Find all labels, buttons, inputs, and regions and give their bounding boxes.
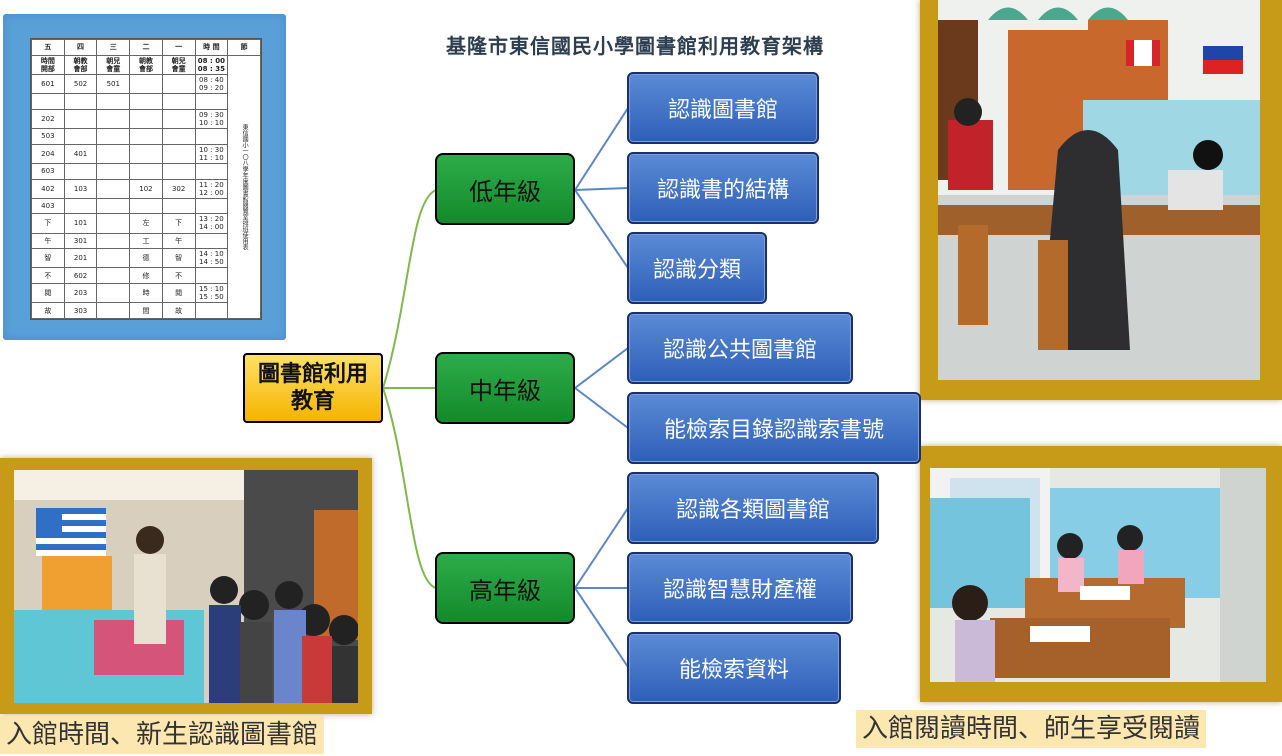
table-row: 603 xyxy=(31,162,261,180)
schedule-cell: 智 xyxy=(31,248,65,269)
root-node-label: 圖書館利用 教育 xyxy=(257,361,368,414)
caption-left: 入館時間、新生認識圖書館 xyxy=(0,716,325,754)
schedule-cell: 10 : 30 11 : 10 xyxy=(194,143,229,164)
topic-node: 認識分類 xyxy=(627,232,767,304)
grade-label: 中年級 xyxy=(469,376,541,405)
schedule-cell: 13 : 20 14 : 00 xyxy=(194,213,229,234)
schedule-cell: 故 xyxy=(31,302,65,319)
page-title: 基隆市東信國民小學圖書館利用教育架構 xyxy=(446,34,824,58)
schedule-subheader-cell: 朝教 會部 xyxy=(129,54,163,75)
schedule-cell: 間 xyxy=(129,302,163,319)
grade-node-middle: 中年級 xyxy=(435,352,575,424)
schedule-subheader-cell: 朝兒 會童 xyxy=(96,54,131,75)
schedule-cell: 15 : 10 15 : 50 xyxy=(194,283,229,304)
schedule-cell: 14 : 10 14 : 50 xyxy=(194,248,229,269)
reading-time-photo xyxy=(930,468,1266,682)
grade-node-high: 高年級 xyxy=(435,552,575,624)
table-row: 403 xyxy=(31,197,261,215)
schedule-cell: 09 : 30 10 : 10 xyxy=(194,108,229,129)
topic-node: 認識書的結構 xyxy=(627,152,819,224)
schedule-cell: 302 xyxy=(161,178,196,199)
table-row: 503 xyxy=(31,127,261,145)
root-node: 圖書館利用 教育 xyxy=(243,353,383,423)
schedule-side-note: 東信國小一〇八學年度圖書館閱覽室排班使用表 xyxy=(227,54,261,320)
topic-node: 能檢索資料 xyxy=(627,632,841,704)
grade-label: 低年級 xyxy=(469,177,541,206)
schedule-cell: 德 xyxy=(129,248,163,269)
schedule-cell xyxy=(194,302,229,319)
topic-node: 認識各類圖書館 xyxy=(627,472,879,544)
reading-room-photo xyxy=(938,0,1260,380)
schedule-cell: 601 xyxy=(31,73,65,95)
topic-node: 認識圖書館 xyxy=(627,72,819,144)
schedule-subheader-cell: 時間 開部 xyxy=(31,54,65,75)
schedule-subheader-cell: 08 : 00 08 : 35 xyxy=(194,54,229,75)
schedule-cell: 204 xyxy=(31,143,65,164)
topic-node: 認識公共圖書館 xyxy=(627,312,853,384)
grade-label: 高年級 xyxy=(469,576,541,605)
topic-node: 能檢索目錄認識索書號 xyxy=(627,392,921,464)
schedule-cell: 11 : 20 12 : 00 xyxy=(194,178,229,199)
caption-right: 入館閱讀時間、師生享受閱讀 xyxy=(856,710,1207,748)
topic-node: 認識智慧財產權 xyxy=(627,552,853,624)
grade-node-low: 低年級 xyxy=(435,153,575,225)
schedule-cell: 08 : 40 09 : 20 xyxy=(194,73,229,95)
orientation-photo xyxy=(14,470,358,703)
schedule-subheader-cell: 朝兒 會童 xyxy=(161,54,196,75)
